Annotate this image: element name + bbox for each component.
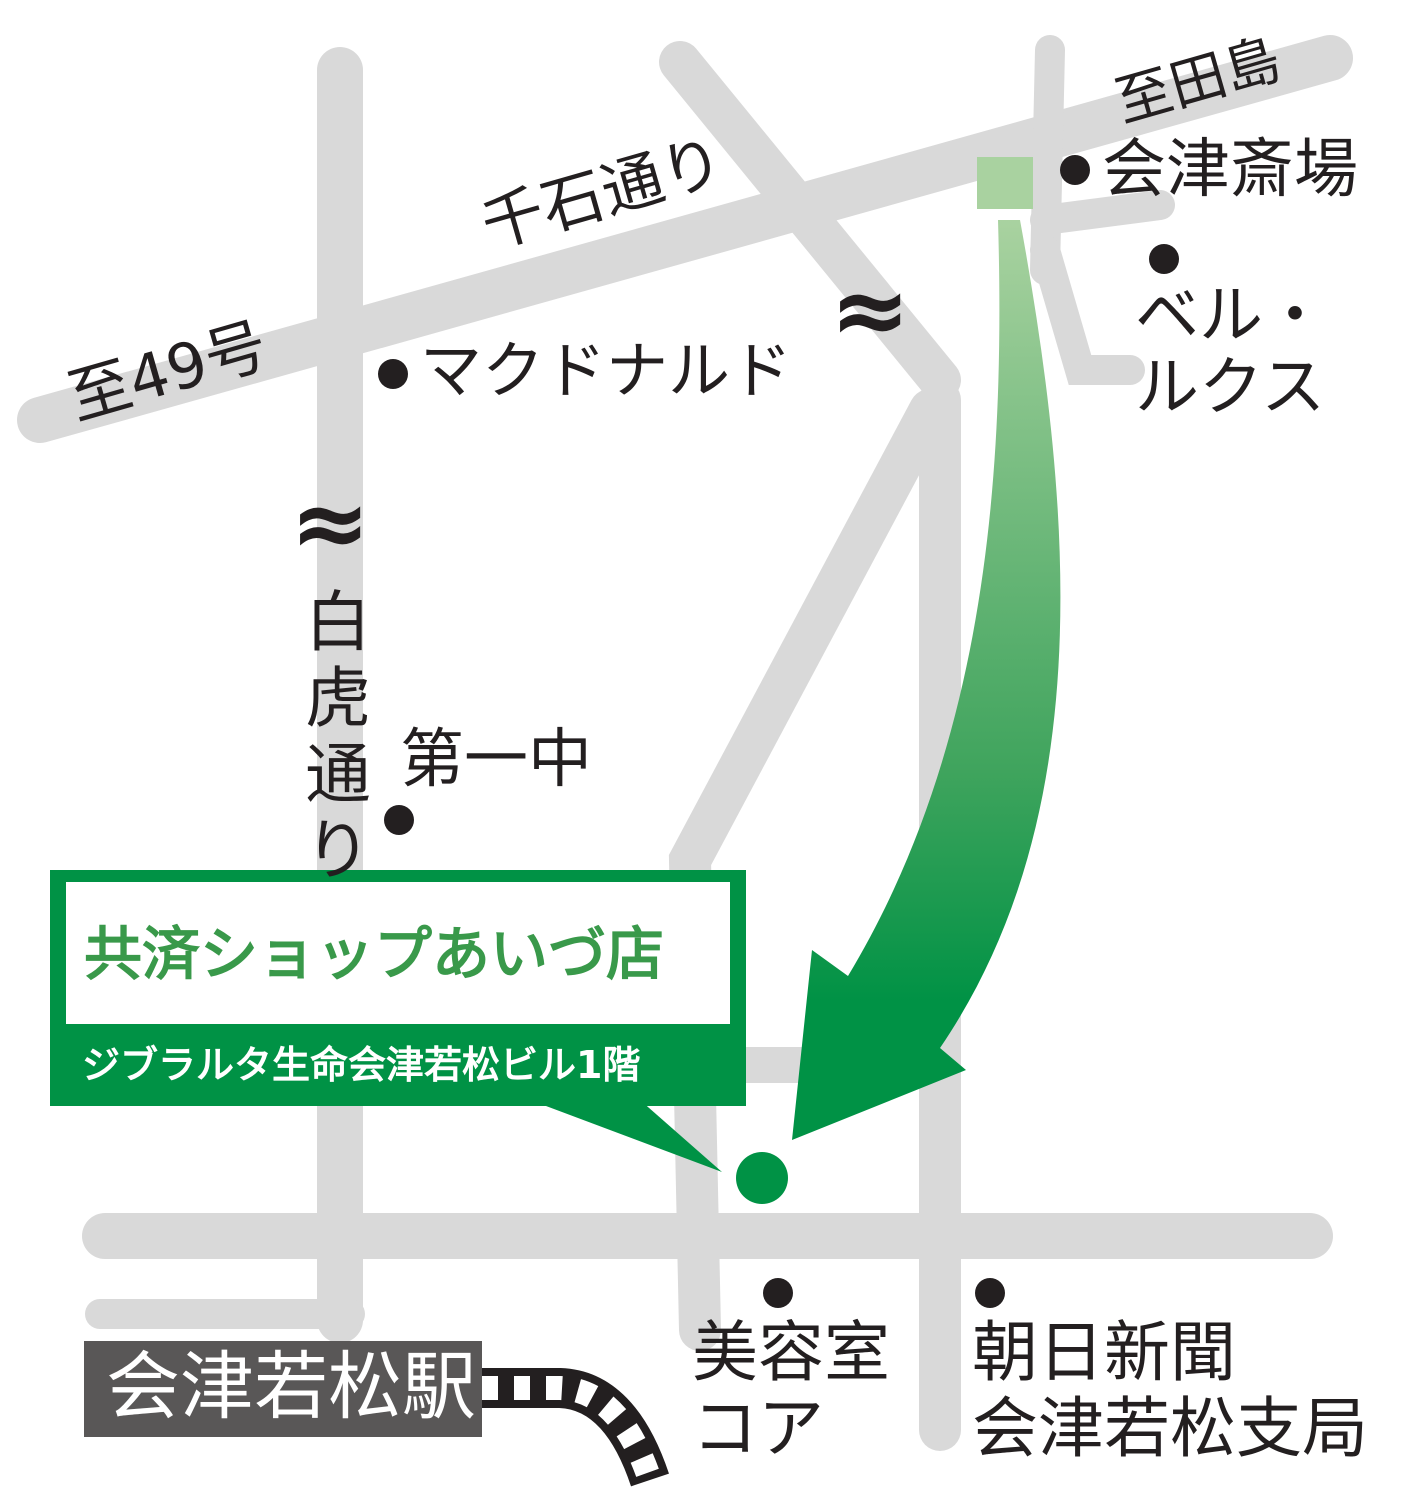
road-diagonal-upper bbox=[659, 41, 961, 401]
arrow-origin-marker bbox=[977, 157, 1033, 209]
landmark-saijo: 会津斎場 bbox=[1102, 133, 1358, 207]
shop-callout-pointer bbox=[530, 1100, 722, 1172]
direction-arrow-icon bbox=[792, 220, 1061, 1140]
map-pin-icon bbox=[384, 805, 414, 835]
landmark-bell-line2: ルクス bbox=[1135, 351, 1326, 425]
landmark-asahi-line2: 会津若松支局 bbox=[972, 1390, 1368, 1467]
landmark-salon-line2: コア bbox=[692, 1390, 824, 1467]
wave-break-icon: ≈ bbox=[290, 467, 371, 579]
road-saijo-side bbox=[1030, 190, 1175, 235]
shop-address: ジブラルタ生命会津若松ビル1階 bbox=[82, 1043, 641, 1087]
road-bell bbox=[1030, 235, 1145, 385]
landmark-asahi-line1: 朝日新聞 bbox=[972, 1314, 1236, 1391]
map-pin-icon bbox=[1149, 244, 1179, 274]
station-box bbox=[84, 1341, 482, 1437]
road-label-byakko-char: り bbox=[305, 812, 371, 889]
landmark-school: 第一中 bbox=[400, 723, 592, 797]
shop-location-pin-icon bbox=[736, 1152, 788, 1204]
map-pin-icon bbox=[763, 1278, 793, 1308]
road-diagonal-lower bbox=[668, 389, 951, 1351]
wave-break-icon: ≈ bbox=[830, 254, 911, 366]
shop-name: 共済ショップあいづ店 bbox=[84, 920, 665, 988]
map-pin-icon bbox=[975, 1278, 1005, 1308]
road-label-byakko: 白 虎 通 り bbox=[305, 590, 371, 894]
landmark-salon-line1: 美容室 bbox=[692, 1314, 890, 1391]
landmark-bell-line1: ベル・ bbox=[1135, 279, 1327, 353]
landmark-mcdonalds: マクドナルド bbox=[420, 334, 793, 407]
map-pin-icon bbox=[1060, 155, 1090, 185]
road-label-byakko-char: 通 bbox=[305, 736, 371, 813]
road-label-byakko-char: 白 bbox=[305, 584, 371, 661]
road-sengoku bbox=[17, 35, 1353, 443]
road-label-byakko-char: 虎 bbox=[305, 660, 371, 737]
map-pin-icon bbox=[378, 359, 408, 389]
railway-icon bbox=[482, 1368, 669, 1487]
station-name: 会津若松駅 bbox=[106, 1344, 476, 1430]
